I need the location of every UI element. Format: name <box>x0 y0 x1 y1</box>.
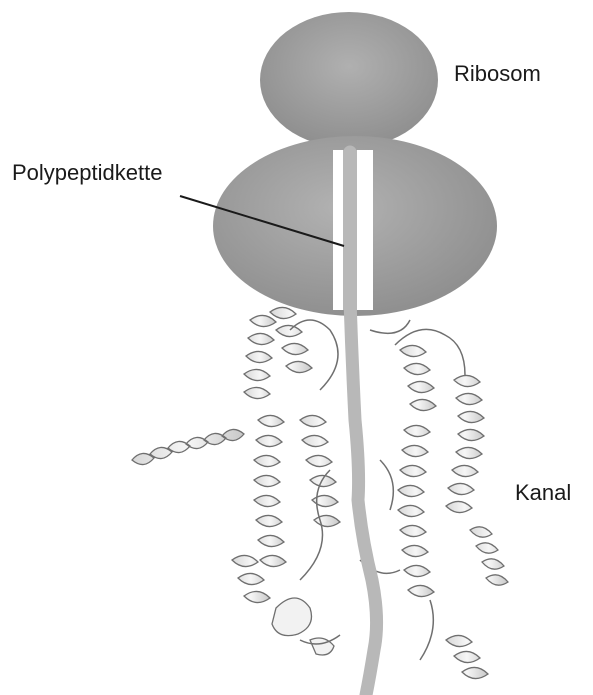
polypeptide-chain-label: Polypeptidkette <box>12 160 162 185</box>
channel-protein-ribbons <box>132 307 508 678</box>
ribosome-label: Ribosom <box>454 61 541 86</box>
ribosome-small-subunit <box>260 12 438 148</box>
channel-label: Kanal <box>515 480 571 505</box>
